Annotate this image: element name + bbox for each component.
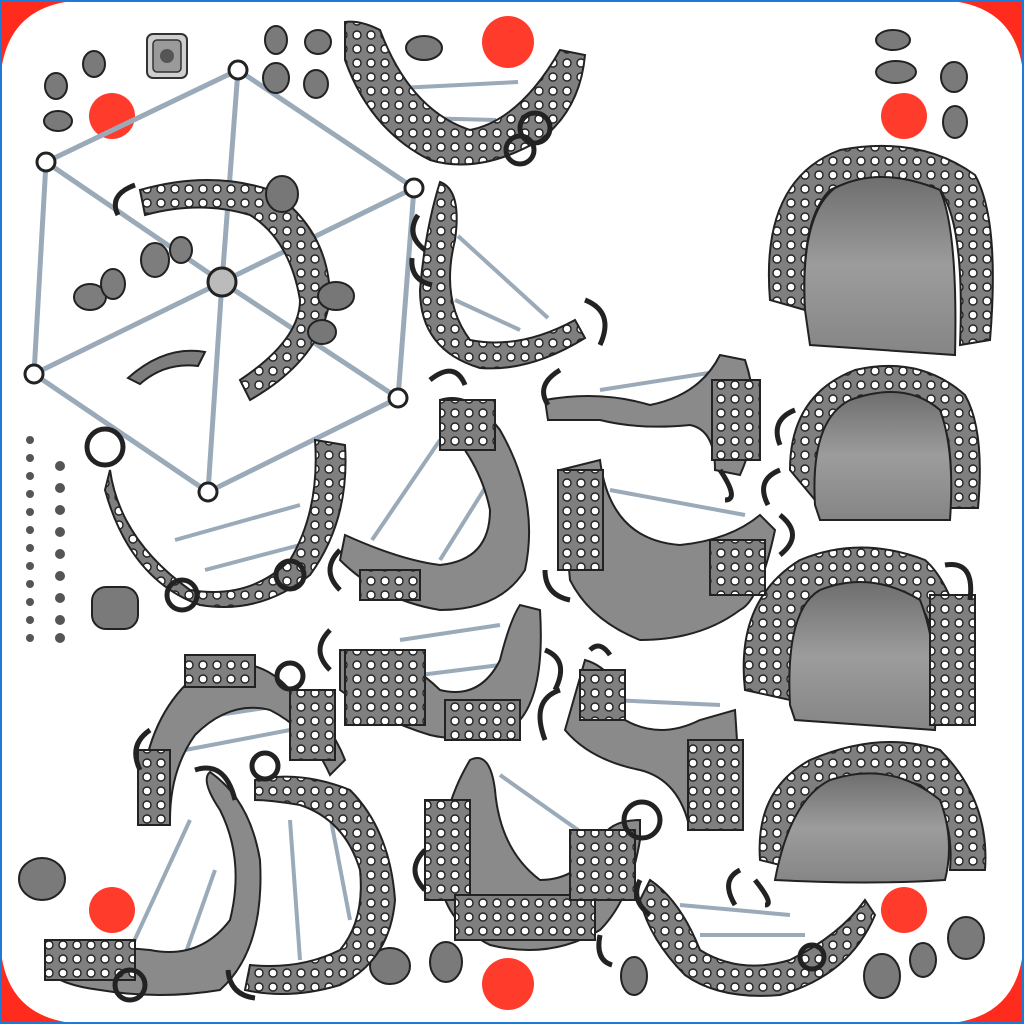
plate-corner-icon bbox=[0, 934, 90, 1024]
partial-denture-connector-4[interactable] bbox=[537, 643, 744, 831]
small-parts[interactable] bbox=[18, 25, 985, 999]
small-parts-cage[interactable] bbox=[73, 236, 207, 386]
plate-corner-icon bbox=[934, 934, 1024, 1024]
palate-plate-1[interactable] bbox=[767, 144, 994, 357]
support-cage-nodes bbox=[23, 59, 425, 503]
fiducial-marker-icon bbox=[482, 958, 534, 1010]
partial-denture-mid-left[interactable] bbox=[84, 426, 347, 613]
fiducial-markers bbox=[89, 16, 927, 1010]
settings-badge-icon[interactable] bbox=[146, 33, 188, 79]
partial-denture-clasp[interactable] bbox=[409, 180, 608, 370]
fiducial-marker-icon bbox=[89, 887, 135, 933]
fiducial-marker-icon bbox=[482, 16, 534, 68]
partial-denture-connector-2[interactable] bbox=[542, 458, 795, 642]
fiducial-marker-icon bbox=[881, 887, 927, 933]
plate-corner-icon bbox=[0, 0, 90, 90]
palate-plate-2[interactable] bbox=[761, 364, 981, 521]
tiny-teeth-columns bbox=[26, 436, 65, 643]
plate-corner-icon bbox=[934, 0, 1024, 90]
partial-denture-bottom-center-left[interactable] bbox=[225, 750, 397, 1001]
partial-denture-bottom-left[interactable] bbox=[44, 765, 262, 1003]
palate-plate-3[interactable] bbox=[742, 546, 977, 732]
partial-denture-bottom-right[interactable] bbox=[634, 878, 877, 997]
partial-denture-connector-3[interactable] bbox=[317, 603, 564, 741]
partial-denture-top[interactable] bbox=[344, 20, 587, 167]
partial-denture-lower-left[interactable] bbox=[133, 654, 347, 826]
fiducial-marker-icon bbox=[881, 93, 927, 139]
partial-denture-center[interactable] bbox=[327, 368, 531, 612]
partial-denture-bottom-center[interactable] bbox=[412, 757, 663, 968]
denture-frame-cage[interactable] bbox=[112, 175, 355, 402]
palate-plate-4[interactable] bbox=[726, 741, 987, 908]
partial-denture-connector-1[interactable] bbox=[541, 353, 761, 503]
